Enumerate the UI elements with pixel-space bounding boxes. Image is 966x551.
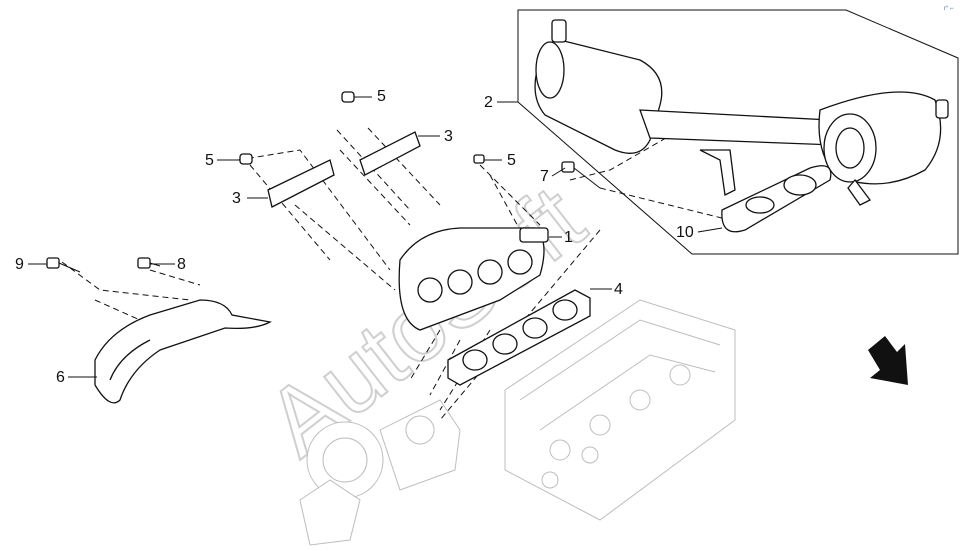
manifold-gasket (447, 289, 591, 386)
callout-1: 1 (564, 229, 573, 246)
corner-mark: r° ⌐ (944, 6, 954, 12)
callout-2: 2 (484, 94, 493, 111)
heat-shield-upper (359, 131, 421, 176)
callout-5-top: 5 (377, 88, 386, 105)
callout-3-lower: 3 (232, 190, 241, 207)
cylinder-head-ghost (504, 299, 736, 521)
nut-5b (239, 153, 253, 165)
direction-arrow-icon (868, 336, 908, 385)
stud-7 (561, 161, 601, 189)
callout-9: 9 (15, 256, 24, 273)
callout-10: 10 (676, 224, 694, 241)
callout-7: 7 (540, 168, 549, 185)
callout-3-upper: 3 (444, 128, 453, 145)
callout-8: 8 (177, 256, 186, 273)
nut-5a (341, 91, 355, 103)
nut-5c (473, 154, 485, 164)
callout-6: 6 (56, 369, 65, 386)
bolt-9 (46, 257, 81, 273)
gasket-10 (721, 165, 832, 233)
callout-5-right: 5 (507, 152, 516, 169)
catalytic-converter-assembly (534, 19, 949, 206)
callout-4: 4 (614, 281, 623, 298)
exhaust-manifold (398, 227, 549, 331)
leader-lines (28, 96, 723, 378)
turbocharger-ghost (299, 399, 461, 546)
heat-shield-lower (267, 159, 335, 208)
callout-5-left: 5 (205, 152, 214, 169)
bolt-8 (137, 257, 161, 269)
turbo-heat-shield (94, 299, 272, 404)
